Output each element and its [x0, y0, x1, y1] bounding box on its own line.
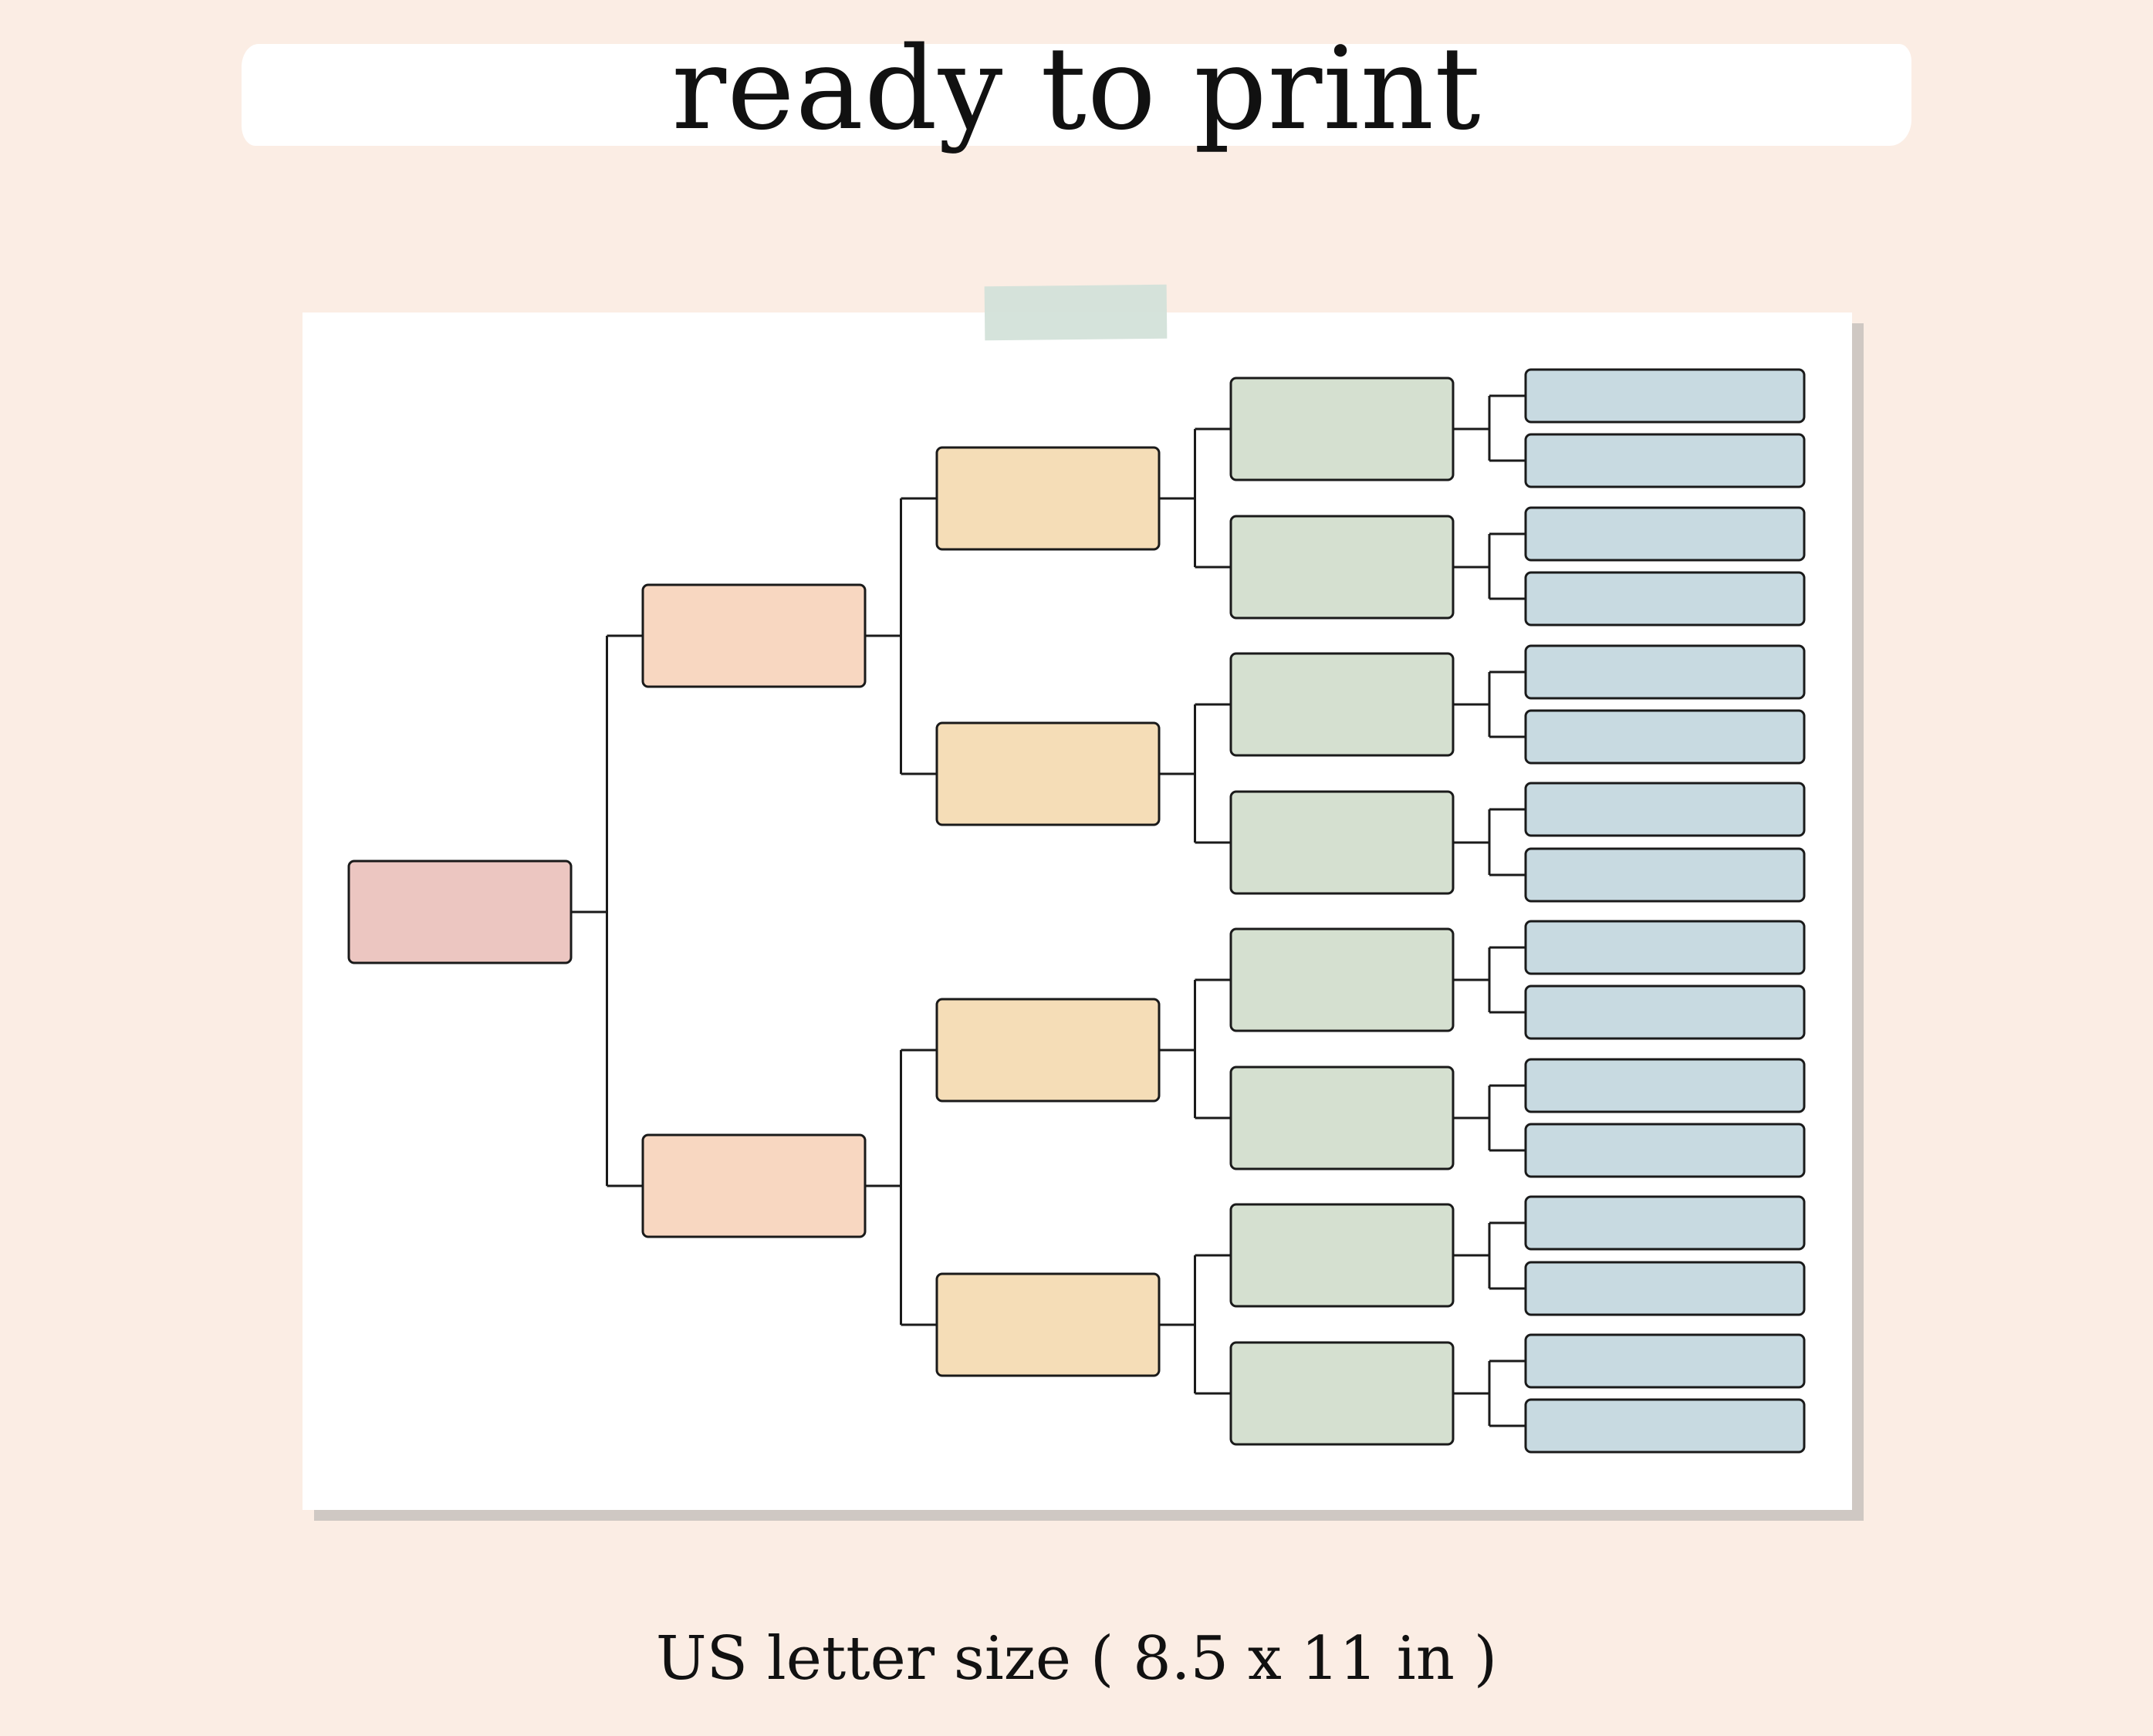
page-title: ready to print — [671, 22, 1482, 155]
gen-5-box-13 — [1524, 1195, 1806, 1251]
gen-3-box-3 — [935, 998, 1161, 1103]
gen-5-box-9 — [1524, 920, 1806, 975]
gen-3-box-1 — [935, 446, 1161, 551]
gen-5-box-1 — [1524, 368, 1806, 424]
gen-5-box-6 — [1524, 709, 1806, 765]
gen-4-box-4 — [1229, 790, 1455, 895]
gen-5-box-5 — [1524, 644, 1806, 700]
gen-4-box-5 — [1229, 927, 1455, 1032]
gen-3-box-4 — [935, 1272, 1161, 1377]
paper-size-caption: US letter size ( 8.5 x 11 in ) — [655, 1624, 1498, 1694]
gen-4-box-8 — [1229, 1341, 1455, 1446]
title-banner — [242, 44, 1911, 146]
gen-5-box-10 — [1524, 985, 1806, 1040]
gen-5-box-8 — [1524, 847, 1806, 903]
gen-5-box-3 — [1524, 506, 1806, 562]
gen-4-box-3 — [1229, 652, 1455, 757]
gen-5-box-2 — [1524, 433, 1806, 488]
gen-4-box-7 — [1229, 1203, 1455, 1308]
gen-4-box-1 — [1229, 377, 1455, 481]
gen-4-box-6 — [1229, 1066, 1455, 1170]
gen-5-box-15 — [1524, 1333, 1806, 1389]
gen-5-box-16 — [1524, 1398, 1806, 1454]
gen-2-box-2 — [641, 1133, 867, 1238]
gen-2-box-1 — [641, 583, 867, 688]
gen-5-box-7 — [1524, 782, 1806, 837]
gen-3-box-2 — [935, 721, 1161, 826]
gen-5-box-12 — [1524, 1123, 1806, 1178]
gen-4-box-2 — [1229, 515, 1455, 620]
gen-1-box-1 — [347, 860, 573, 964]
gen-5-box-14 — [1524, 1261, 1806, 1316]
gen-5-box-4 — [1524, 571, 1806, 627]
gen-5-box-11 — [1524, 1058, 1806, 1113]
